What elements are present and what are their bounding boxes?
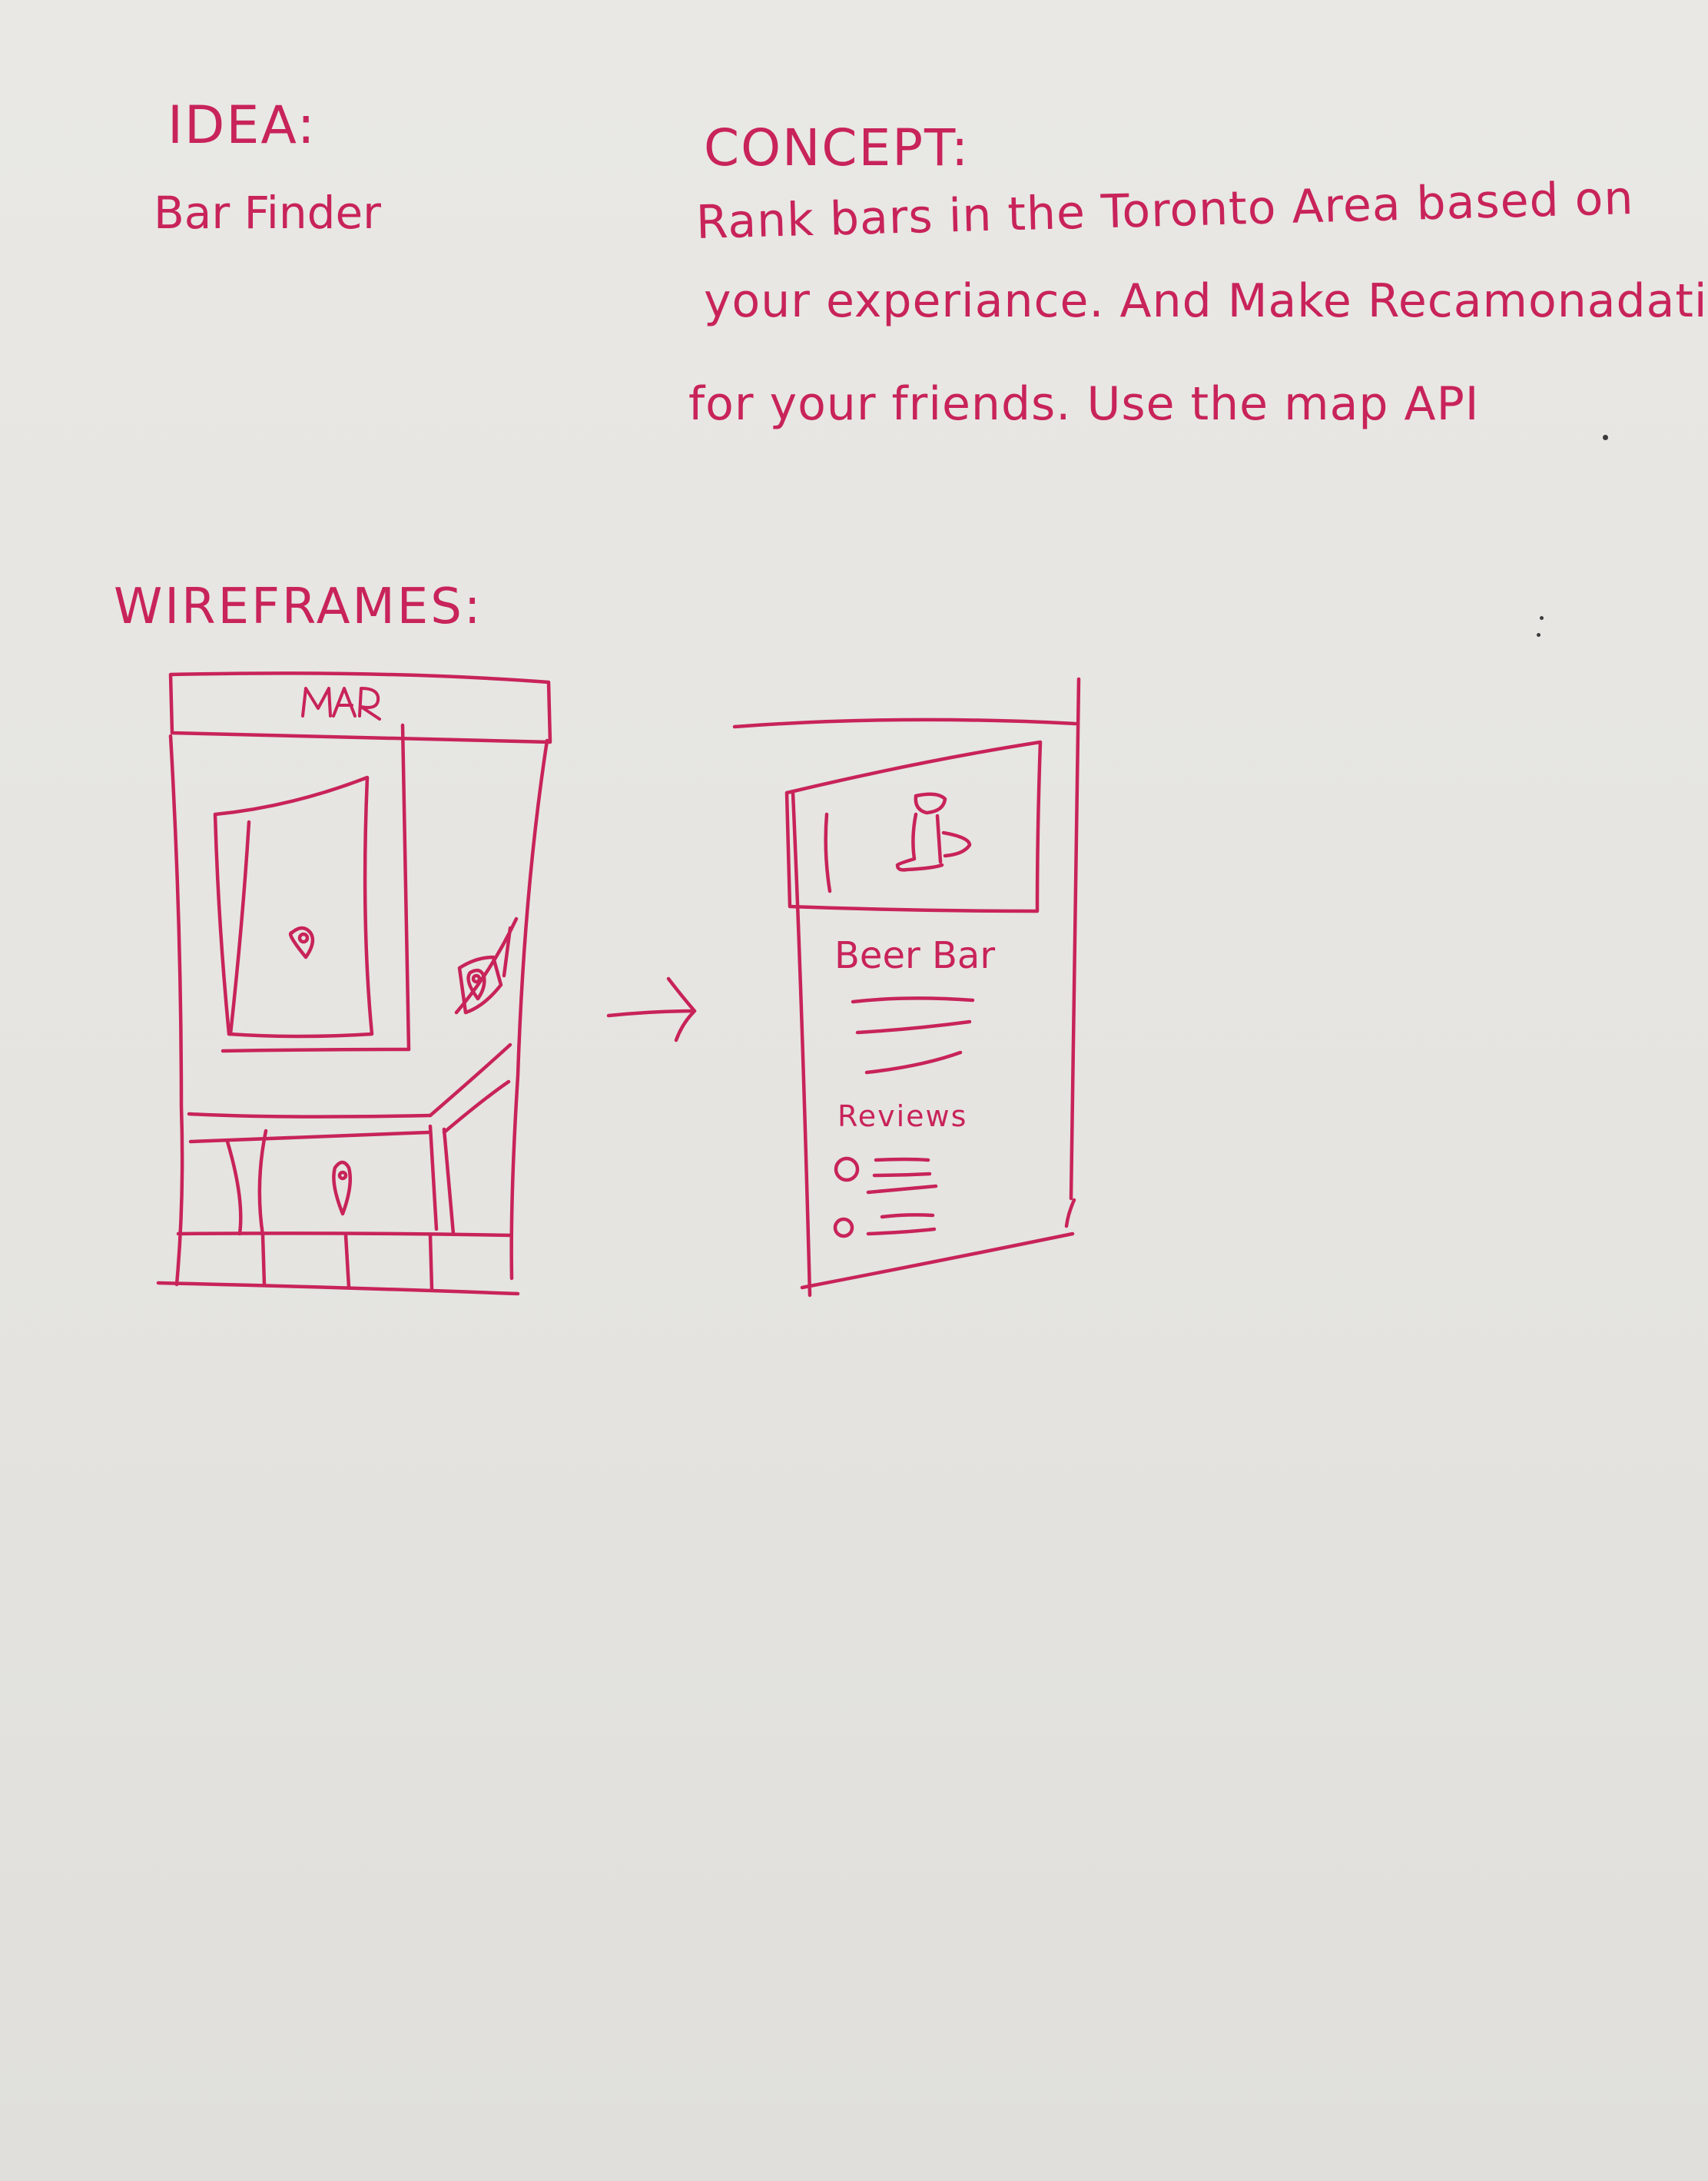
concept-line-3: for your friends. Use the map API (688, 377, 1480, 431)
detail-reviews-label: Reviews (837, 1099, 968, 1133)
detail-image-area (784, 740, 1043, 913)
idea-heading: IDEA: (167, 95, 317, 156)
idea-text: Bar Finder (154, 187, 381, 239)
location-pin (332, 1160, 352, 1216)
review-avatar (834, 1156, 860, 1182)
map-header-bar (168, 671, 552, 744)
paper-speck (1540, 616, 1544, 620)
location-pin (466, 968, 486, 1001)
map-screen-frame (168, 734, 184, 1287)
detail-screen-frame (732, 718, 1078, 729)
map-screen-wireframe (156, 671, 552, 1296)
map-tab-bar (176, 1231, 512, 1238)
location-pin (288, 926, 315, 960)
concept-heading: CONCEPT: (704, 118, 970, 177)
map-header-label (301, 687, 381, 721)
concept-line-2: your experiance. And Make Recamonadation (704, 274, 1708, 328)
detail-bar-name: Beer Bar (834, 934, 996, 977)
map-block (213, 775, 374, 1039)
detail-screen-wireframe (732, 677, 1081, 1298)
beer-mug-icon (895, 792, 972, 872)
paper-speck (1603, 435, 1608, 440)
right-arrow-icon (606, 976, 697, 1042)
wireframes-heading: WIREFRAMES: (114, 578, 483, 635)
paper-speck (1537, 633, 1541, 637)
review-avatar (833, 1217, 854, 1238)
